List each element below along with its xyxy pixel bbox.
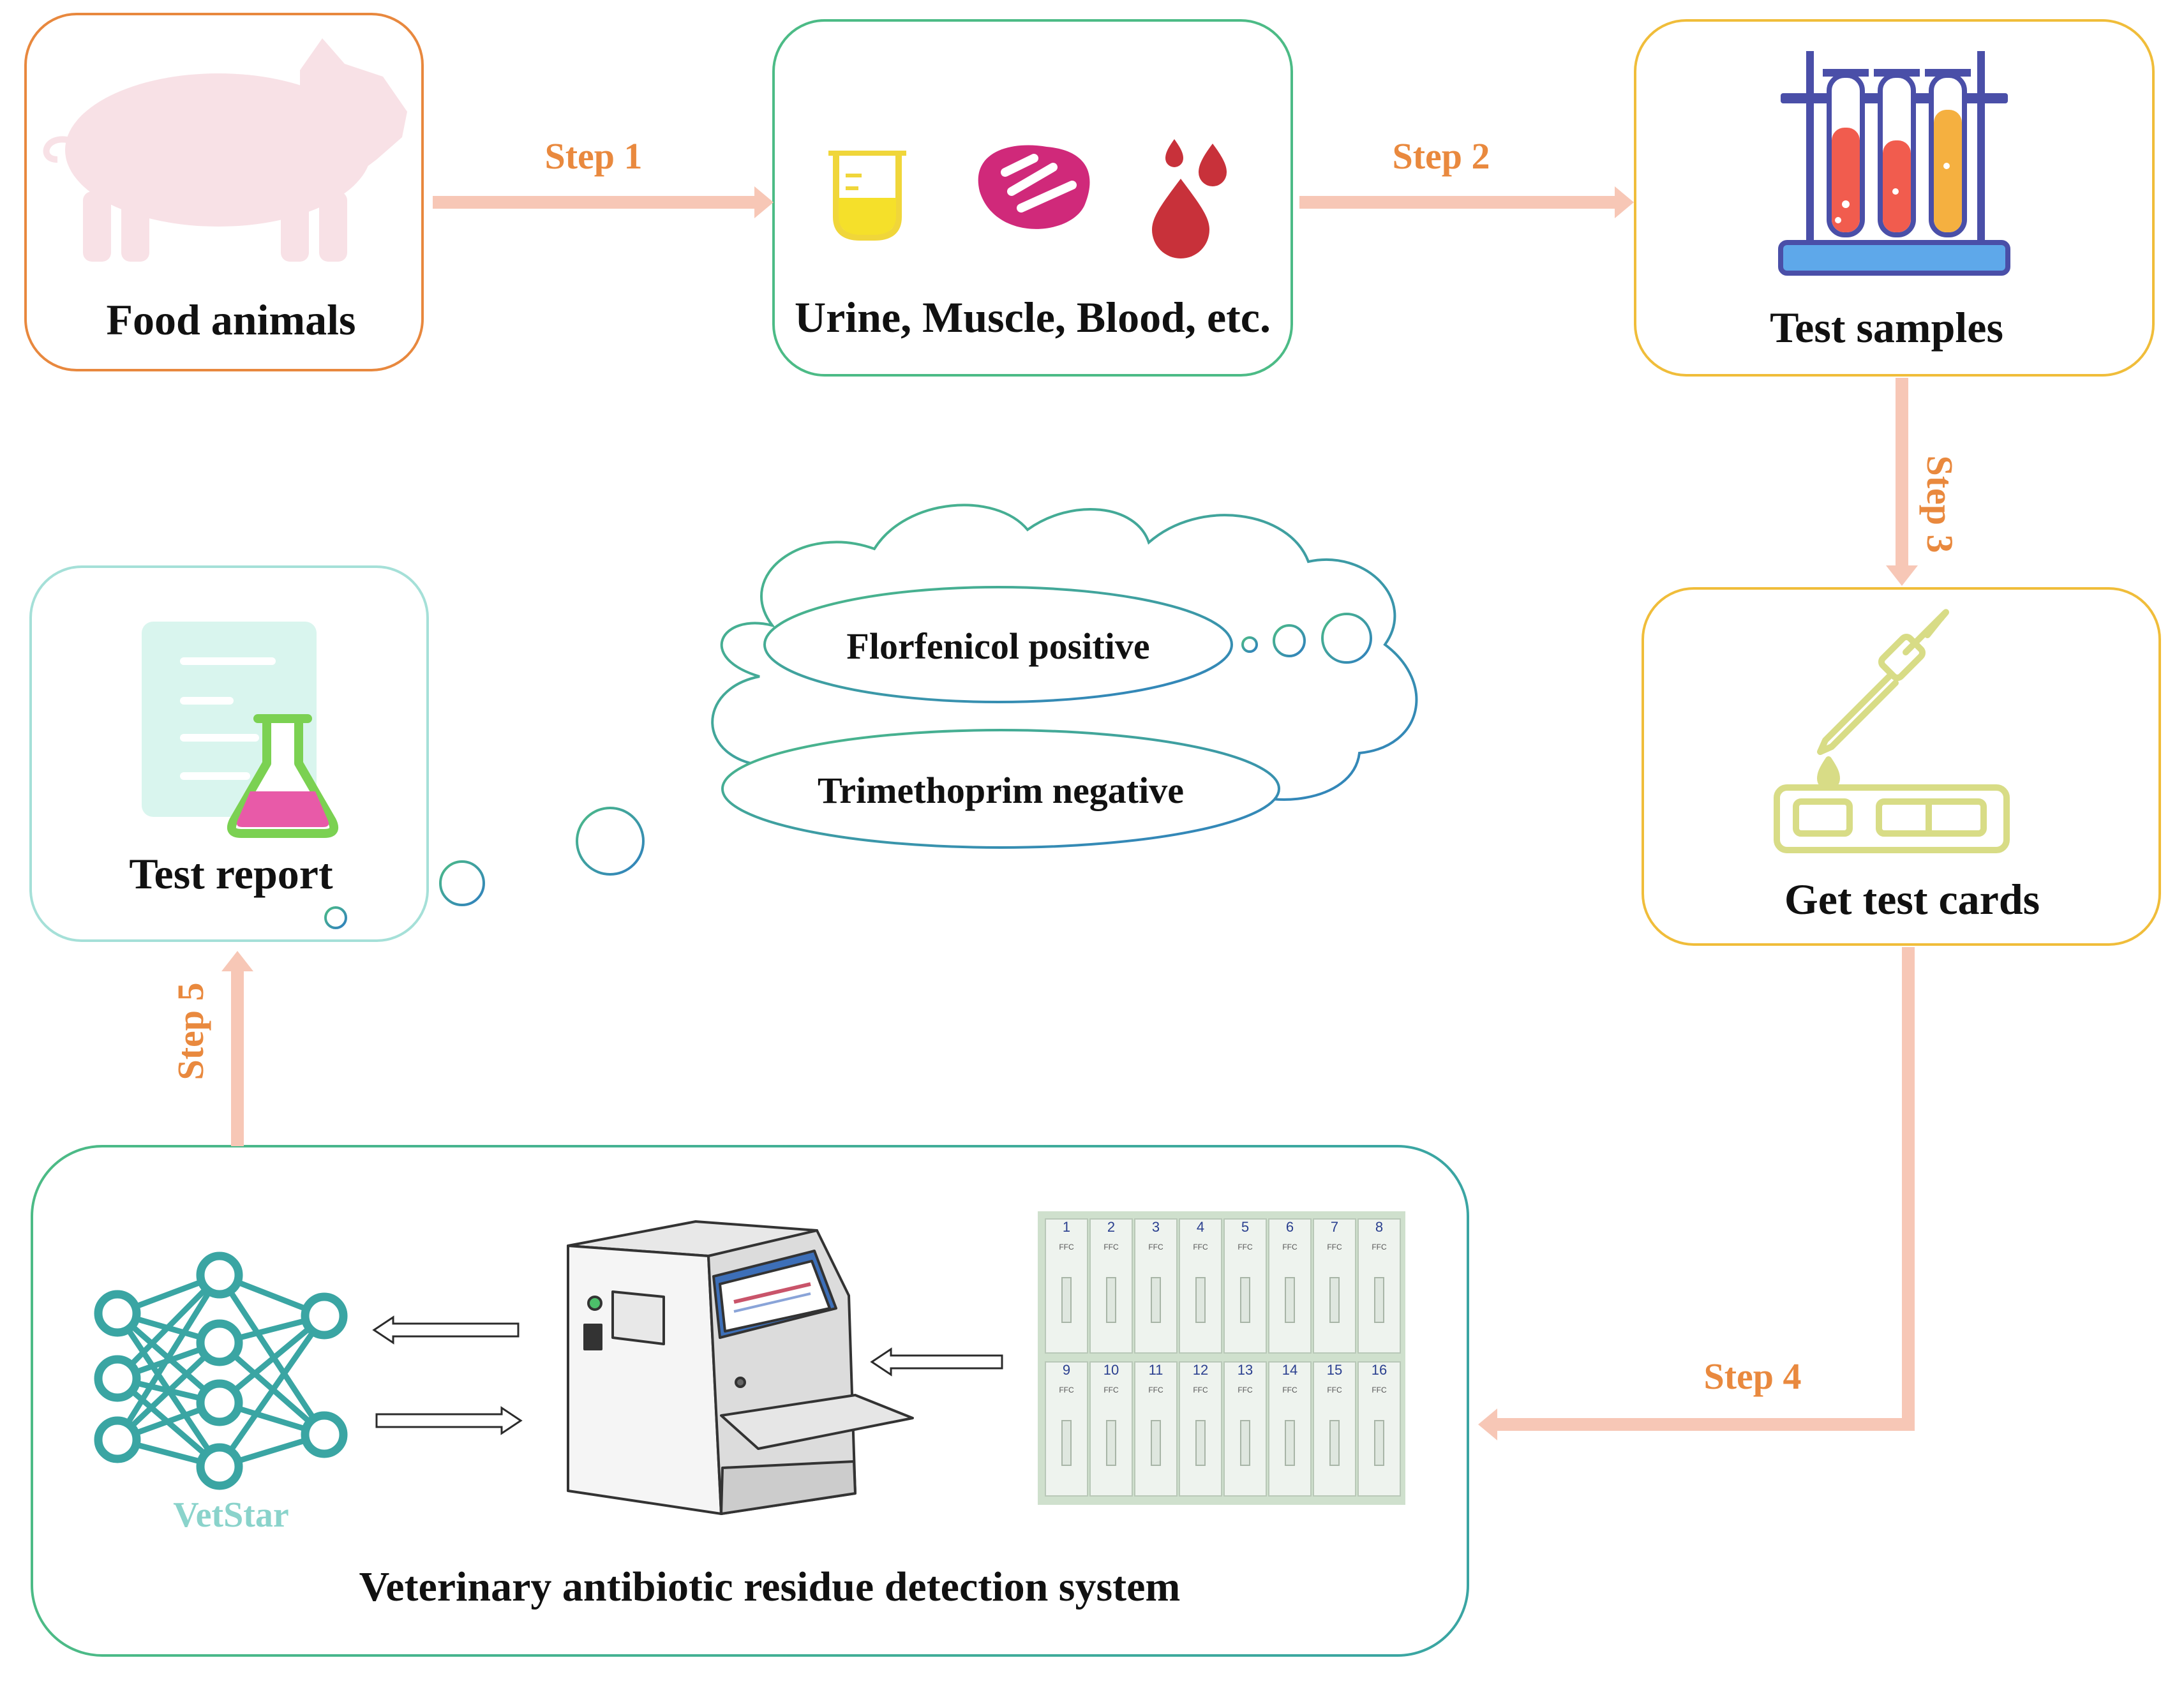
- step4-label: Step 4: [1703, 1356, 1801, 1397]
- test-card-number: 8: [1375, 1219, 1383, 1235]
- test-card-number: 6: [1286, 1219, 1294, 1235]
- test-card-number: 9: [1063, 1362, 1070, 1378]
- test-card-code: FFC: [1282, 1243, 1298, 1251]
- vetstar-label: VetStar: [173, 1495, 288, 1535]
- test-cards-label: Get test cards: [1784, 875, 2040, 923]
- test-card-number: 7: [1331, 1219, 1338, 1235]
- test-card-code: FFC: [1148, 1243, 1163, 1251]
- step2-arrow: [1299, 186, 1634, 218]
- test-card-code: FFC: [1282, 1386, 1298, 1394]
- test-tube-icon: [828, 151, 906, 241]
- result-oval-2: [721, 729, 1280, 849]
- test-card-number: 5: [1241, 1219, 1249, 1235]
- test-card-code: FFC: [1372, 1243, 1387, 1251]
- test-card-code: FFC: [1372, 1386, 1387, 1394]
- step1-arrow: [433, 186, 774, 218]
- test-card-number: 11: [1149, 1362, 1163, 1378]
- meat-icon: [978, 145, 1090, 229]
- sample-types-label: Urine, Muscle, Blood, etc.: [795, 293, 1271, 341]
- thought-bubble-dots: [324, 613, 1372, 929]
- analyzer-machine-icon: [567, 1220, 914, 1515]
- result-florfenicol: Florfenicol positive: [846, 625, 1149, 667]
- test-card-number: 10: [1103, 1362, 1119, 1378]
- test-cards-box: [1642, 587, 2161, 946]
- food-animals-label: Food animals: [106, 295, 355, 344]
- test-card-number: 15: [1327, 1362, 1342, 1378]
- test-samples-label: Test samples: [1770, 303, 2003, 352]
- test-card-number: 2: [1107, 1219, 1115, 1235]
- test-card-number: 13: [1238, 1362, 1253, 1378]
- arrow-cards-to-machine: [870, 1347, 1003, 1377]
- arrow-model-to-machine: [375, 1406, 523, 1435]
- test-card-number: 4: [1197, 1219, 1204, 1235]
- detection-system-label: Veterinary antibiotic residue detection …: [359, 1564, 1181, 1610]
- test-card-number: 14: [1282, 1362, 1298, 1378]
- test-tubes-rack-icon: [1778, 51, 2010, 276]
- step4-arrow: [1478, 947, 1915, 1440]
- test-card-code: FFC: [1193, 1243, 1208, 1251]
- blood-drops-icon: [1152, 139, 1227, 258]
- test-card-code: FFC: [1327, 1386, 1342, 1394]
- test-card-code: FFC: [1238, 1386, 1253, 1394]
- step3-label: Step 3: [1919, 455, 1961, 553]
- test-card-code: FFC: [1103, 1386, 1119, 1394]
- report-flask-icon: [142, 622, 338, 838]
- test-report-label: Test report: [129, 849, 333, 898]
- pig-icon: [43, 38, 407, 262]
- step3-arrow: [1886, 378, 1918, 586]
- step5-label: Step 5: [170, 982, 211, 1080]
- test-card-number: 12: [1193, 1362, 1208, 1378]
- neural-network-icon: [94, 1251, 348, 1490]
- arrow-machine-to-model: [372, 1315, 520, 1345]
- result-trimethoprim: Trimethoprim negative: [818, 770, 1184, 811]
- result-oval-1: [763, 586, 1233, 703]
- test-card-number: 16: [1372, 1362, 1387, 1378]
- step1-label: Step 1: [544, 135, 642, 177]
- test-card-code: FFC: [1148, 1386, 1163, 1394]
- test-card-code: FFC: [1059, 1386, 1074, 1394]
- dropper-card-icon: [1774, 609, 2010, 853]
- step2-label: Step 2: [1392, 135, 1490, 177]
- test-card-number: 3: [1152, 1219, 1160, 1235]
- test-card-code: FFC: [1103, 1243, 1119, 1251]
- test-card-number: 1: [1063, 1219, 1070, 1235]
- test-cards-photo: 1FFC2FFC3FFC4FFC5FFC6FFC7FFC8FFC9FFC10FF…: [1038, 1211, 1405, 1505]
- test-card-code: FFC: [1193, 1386, 1208, 1394]
- test-card-code: FFC: [1327, 1243, 1342, 1251]
- step5-arrow: [221, 951, 253, 1146]
- test-card-code: FFC: [1238, 1243, 1253, 1251]
- test-card-code: FFC: [1059, 1243, 1074, 1251]
